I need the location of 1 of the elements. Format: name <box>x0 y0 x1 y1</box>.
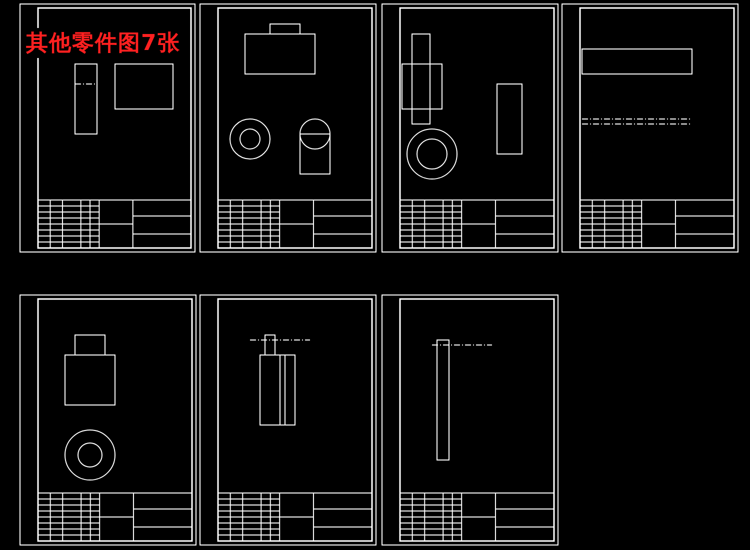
title: 其他零件图7张 <box>26 28 180 58</box>
